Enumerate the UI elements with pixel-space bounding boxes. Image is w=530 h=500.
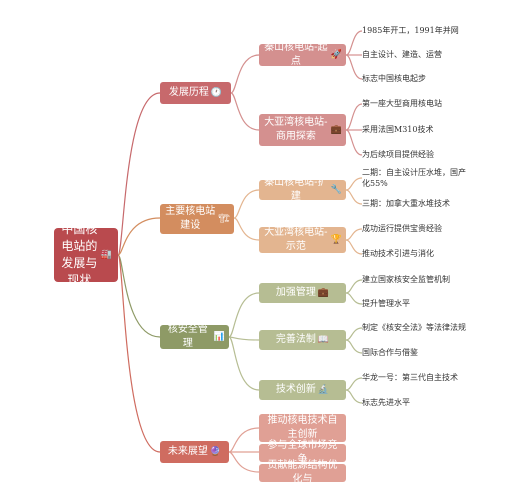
leaf-item: 标志先进水平 (362, 398, 410, 407)
briefcase-icon: 💼 (317, 288, 330, 298)
topic-label: 贡献能源结构优化与 (267, 460, 338, 485)
link-b4-c1 (228, 427, 260, 453)
topic-dayawan-commercial[interactable]: 大亚湾核电站-商用探索💼 (259, 114, 346, 146)
topic-qinshan-expansion[interactable]: 秦山核电站-扩建🔧 (259, 177, 346, 202)
link-c7-l1 (345, 377, 363, 391)
wrench-icon: 🔧 (330, 185, 342, 195)
leaf-item: 成功运行提供宝贵经验 (362, 224, 442, 233)
topic-label: 技术创新 (275, 384, 316, 395)
branch-major-construction[interactable]: 主要核电站建设🏗 (160, 204, 234, 234)
branch-label: 主要核电站建设 (165, 206, 216, 231)
link-c4-l1 (345, 228, 363, 241)
leaf-item: 三期：加拿大重水堆技术 (362, 199, 450, 208)
link-b3-c3 (228, 336, 260, 391)
topic-strengthen-management[interactable]: 加强管理💼 (259, 283, 346, 303)
link-b1-c2 (230, 92, 260, 131)
branch-nuclear-safety[interactable]: 核安全管理 📊 (160, 324, 229, 349)
link-b3-c2 (228, 336, 260, 341)
topic-label: 大亚湾核电站-商用探索 (264, 117, 328, 142)
link-root-b3 (117, 254, 161, 338)
topic-label: 参与全球市场竞争 (267, 440, 338, 465)
link-root-b4 (117, 254, 161, 453)
trophy-icon: 🏆 (330, 235, 342, 245)
topic-label: 完善法制 (275, 334, 316, 345)
topic-global-competition[interactable]: 参与全球市场竞争 (259, 440, 346, 465)
link-c1-l3 (345, 54, 363, 80)
link-c5-l2 (345, 292, 363, 305)
branch-label: 核安全管理 (167, 324, 208, 349)
topic-label: 大亚湾核电站-示范 (264, 227, 328, 252)
leaf-item: 建立国家核安全监管机制 (362, 275, 450, 284)
leaf-item: 为后续项目提供经验 (362, 150, 434, 159)
branch-future-outlook[interactable]: 未来展望🔮 (160, 441, 229, 463)
leaf-item: 采用法国M310技术 (362, 125, 434, 134)
link-c7-l2 (345, 389, 363, 404)
briefcase-icon: 💼 (330, 125, 342, 135)
link-c2-l3 (345, 129, 363, 156)
topic-label: 秦山核电站-扩建 (264, 177, 328, 202)
chart-icon: 📊 (213, 332, 225, 342)
link-c1-l1 (345, 30, 363, 56)
link-c3-l1 (345, 177, 363, 191)
link-b3-c1 (228, 292, 260, 338)
crystal-ball-icon: 🔮 (209, 447, 222, 457)
link-c3-l2 (345, 189, 363, 205)
leaf-item: 标志中国核电起步 (362, 74, 426, 83)
leaf-item: 制定《核安全法》等法律法规 (362, 323, 466, 332)
leaf-item: 第一座大型商用核电站 (362, 99, 442, 108)
branch-label: 发展历程 (168, 87, 209, 98)
link-root-b2 (117, 217, 161, 256)
link-b2-c2 (233, 217, 260, 241)
topic-energy-structure[interactable]: 贡献能源结构优化与 (259, 460, 346, 485)
topic-label: 加强管理 (275, 287, 316, 298)
link-c6-l2 (345, 339, 363, 354)
rocket-icon: 🚀 (330, 50, 342, 60)
leaf-item: 国际合作与借鉴 (362, 348, 418, 357)
branch-development-history[interactable]: 发展历程🕐 (160, 82, 231, 104)
topic-qinshan-start[interactable]: 秦山核电站-起点🚀 (259, 42, 346, 67)
link-b2-c1 (233, 189, 260, 219)
leaf-item: 提升管理水平 (362, 299, 410, 308)
link-b1-c1 (230, 54, 260, 94)
link-c6-l1 (345, 327, 363, 341)
topic-tech-innovation[interactable]: 技术创新🔬 (259, 380, 346, 400)
topic-improve-legislation[interactable]: 完善法制📖 (259, 330, 346, 350)
link-c4-l2 (345, 239, 363, 255)
clock-icon: 🕐 (210, 88, 223, 98)
root-label: 中国核电站的发展与现状 (61, 222, 98, 287)
leaf-item: 二期：自主设计压水堆，国产化55% (362, 168, 466, 188)
book-icon: 📖 (317, 335, 330, 345)
link-b4-c3 (228, 451, 260, 473)
root-node[interactable]: 中国核电站的发展与现状🏭 (54, 222, 118, 287)
leaf-item: 自主设计、建造、运营 (362, 50, 442, 59)
leaf-item: 华龙一号：第三代自主技术 (362, 373, 458, 382)
topic-dayawan-demo[interactable]: 大亚湾核电站-示范🏆 (259, 227, 346, 253)
link-c2-l1 (345, 103, 363, 131)
topic-label: 秦山核电站-起点 (264, 42, 328, 67)
microscope-icon: 🔬 (317, 385, 330, 395)
leaf-item: 1985年开工，1991年并网 (362, 26, 459, 35)
link-root-b1 (117, 92, 161, 256)
link-c5-l1 (345, 279, 363, 294)
construction-icon: 🏗 (218, 214, 230, 224)
factory-icon: 🏭 (100, 249, 112, 260)
branch-label: 未来展望 (167, 446, 208, 457)
topic-label: 推动核电技术自主创新 (267, 415, 338, 440)
topic-independent-innovation[interactable]: 推动核电技术自主创新 (259, 414, 346, 442)
leaf-item: 推动技术引进与消化 (362, 249, 434, 258)
